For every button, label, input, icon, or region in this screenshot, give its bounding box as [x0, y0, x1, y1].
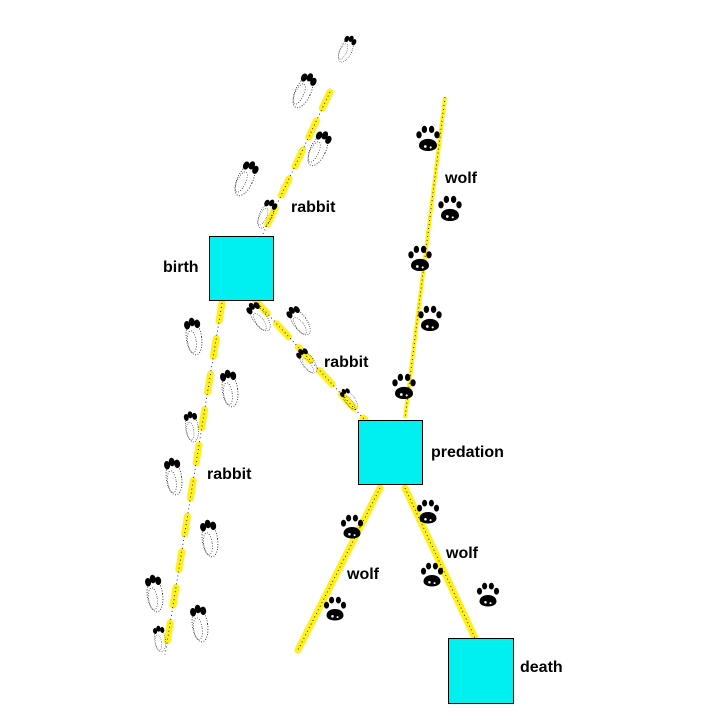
rabbit-paw-print-icon	[334, 32, 359, 65]
birth-label: birth	[163, 259, 199, 276]
rabbit-edge-out-label: rabbit	[207, 466, 252, 483]
rabbit-paw-print-icon	[288, 69, 320, 112]
predation-node	[358, 420, 423, 485]
rabbit-edge-out	[143, 299, 241, 659]
rabbit-edge-in-label: rabbit	[291, 199, 336, 216]
wolf-edge-in-label: wolf	[445, 170, 477, 187]
rabbit-paw-print-icon	[182, 316, 205, 357]
wolf-edge-out-left-label: wolf	[347, 566, 379, 583]
rabbit-paw-print-icon	[188, 603, 211, 644]
rabbit-paw-print-icon	[182, 410, 201, 444]
rabbit-paw-print-icon	[243, 298, 275, 335]
wolf-edge-out-left	[294, 484, 384, 654]
wolf-paw-print-icon	[416, 125, 440, 151]
rabbit-paw-print-icon	[230, 157, 262, 200]
rabbit-paw-print-icon	[162, 456, 185, 497]
rabbit-edge-to-predation	[243, 296, 369, 424]
predation-label: predation	[431, 444, 504, 461]
wolf-paw-print-icon	[476, 582, 500, 607]
wolf-paw-print-icon	[416, 499, 440, 524]
rabbit-edge-to-predation-label: rabbit	[324, 354, 369, 371]
rabbit-edge-in	[230, 32, 359, 240]
wolf-edge-to-death	[401, 484, 500, 642]
death-label: death	[520, 659, 563, 676]
rabbit-paw-print-icon	[218, 368, 241, 409]
death-node	[448, 638, 514, 704]
wolf-edge-in	[392, 96, 462, 419]
rabbit-paw-print-icon	[198, 518, 221, 559]
wolf-paw-print-icon	[418, 305, 442, 331]
birth-node	[209, 236, 274, 301]
wolf-paw-print-icon	[408, 245, 432, 271]
wolf-paw-print-icon	[392, 373, 416, 399]
wolf-paw-print-icon	[323, 596, 347, 621]
rabbit-paw-print-icon	[143, 573, 166, 614]
wolf-edge-to-death-label: wolf	[446, 545, 478, 562]
wolf-paw-print-icon	[438, 195, 462, 221]
